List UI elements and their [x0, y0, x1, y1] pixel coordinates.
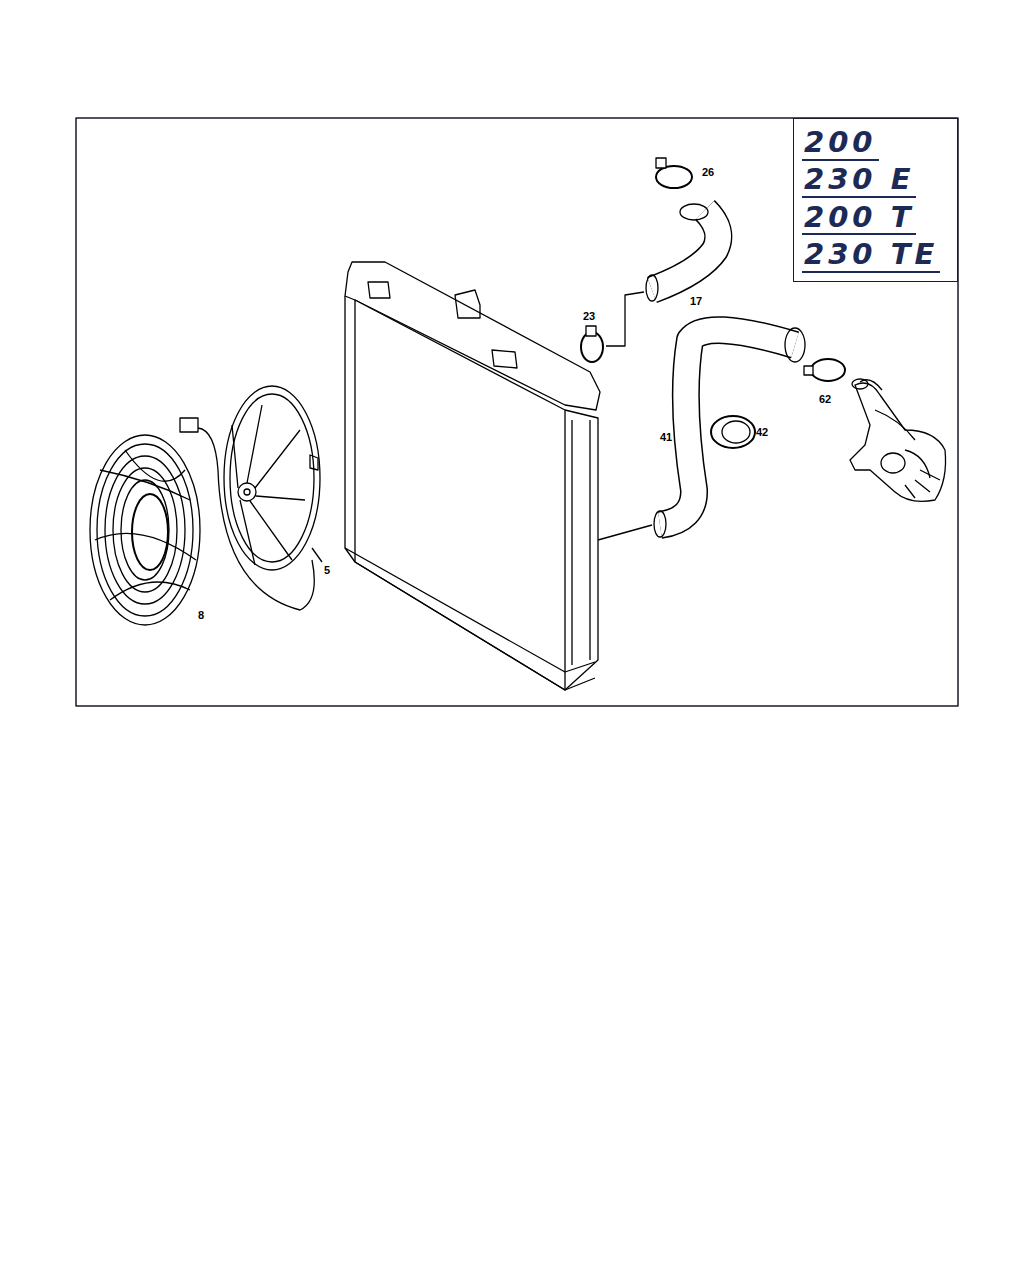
model-badge-panel: 200230 E 200 T230 TE	[793, 118, 958, 282]
callout-number: 17	[690, 296, 702, 307]
callout-number: 8	[198, 610, 204, 621]
callout-number: 41	[660, 432, 672, 443]
model-badge: 230 TE	[802, 239, 940, 273]
model-badge: 230 E	[802, 164, 916, 198]
model-badge: 200 T	[802, 202, 916, 236]
callout-number: 62	[819, 394, 831, 405]
callout-number: 42	[756, 427, 768, 438]
callout-number: 26	[702, 167, 714, 178]
callout-number: 23	[583, 311, 595, 322]
model-badge: 200	[802, 127, 879, 161]
callout-number: 5	[324, 565, 330, 576]
